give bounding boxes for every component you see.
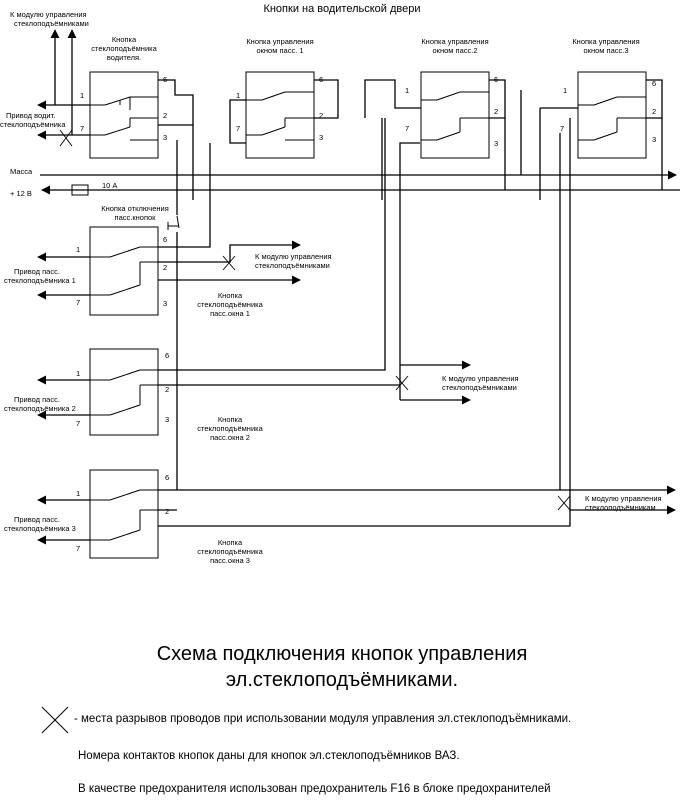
svg-text:1: 1 xyxy=(76,245,80,254)
to-module-3-label-1: К модулю управления xyxy=(585,494,662,503)
mass-label: Масса xyxy=(10,167,33,176)
btn-driver-label-2: стеклоподъёмника xyxy=(91,44,157,53)
diagram-header: Кнопки на водительской двери xyxy=(263,3,420,15)
btn-p2-top-label-2: окном пасс.2 xyxy=(433,46,478,55)
drive-p3-label-2: стеклоподъёмника 3 xyxy=(4,524,76,533)
plus12-label: + 12 В xyxy=(10,189,32,198)
switch-p3 xyxy=(89,469,159,559)
btn-p1-top-label-1: Кнопка управления xyxy=(246,37,313,46)
caption-line-2: эл.стеклоподъёмниками. xyxy=(225,669,459,691)
btn-driver-label-3: водителя. xyxy=(107,53,141,62)
btn-p3-label-1: Кнопка xyxy=(218,538,243,547)
pins-note: Номера контактов кнопок даны для кнопок … xyxy=(78,750,460,762)
switch-p1-top xyxy=(245,71,315,159)
switch-p1 xyxy=(89,226,159,316)
btn-p2-top-label-1: Кнопка управления xyxy=(421,37,488,46)
switch-p2 xyxy=(89,348,159,436)
svg-text:2: 2 xyxy=(652,107,656,116)
disable-btn-label-1: Кнопка отключения xyxy=(101,204,169,213)
drive-p1-label-2: стеклоподъёмника 1 xyxy=(4,276,76,285)
svg-text:7: 7 xyxy=(76,544,80,553)
svg-text:3: 3 xyxy=(494,139,498,148)
btn-p1-label-2: стеклоподъёмника xyxy=(197,300,263,309)
to-module-2-label-1: К модулю управления xyxy=(442,374,519,383)
svg-text:6: 6 xyxy=(652,79,656,88)
btn-p1-label-3: пасс.окна 1 xyxy=(210,309,250,318)
legend-break-icon xyxy=(41,706,69,734)
svg-text:2: 2 xyxy=(165,385,169,394)
svg-text:2: 2 xyxy=(163,111,167,120)
svg-text:6: 6 xyxy=(165,473,169,482)
btn-p3-label-2: стеклоподъёмника xyxy=(197,547,263,556)
svg-text:1: 1 xyxy=(236,91,240,100)
btn-p3-top-label-2: окном пасс.3 xyxy=(584,46,629,55)
drive-driver-label-2: стеклоподъёмника xyxy=(0,120,66,129)
btn-p3-label-3: пасс.окна 3 xyxy=(210,556,250,565)
drive-p2-label-1: Привод пасс. xyxy=(14,395,60,404)
disable-btn-label-2: пасс.кнопок xyxy=(115,213,157,222)
drive-driver-label-1: Привод водит. xyxy=(6,111,55,120)
svg-text:2: 2 xyxy=(165,507,169,516)
svg-text:1: 1 xyxy=(76,369,80,378)
svg-text:2: 2 xyxy=(319,111,323,120)
svg-text:7: 7 xyxy=(405,124,409,133)
btn-driver-label-1: Кнопка xyxy=(112,35,137,44)
svg-text:3: 3 xyxy=(163,133,167,142)
switch-driver-box xyxy=(89,71,159,159)
to-module-top-label-2: стеклоподъёмниками xyxy=(14,19,89,28)
btn-p2-label-3: пасс.окна 2 xyxy=(210,433,250,442)
svg-text:1: 1 xyxy=(405,86,409,95)
switch-p3-top xyxy=(577,71,647,159)
to-module-2-label-2: стеклоподъёмниками xyxy=(442,383,517,392)
to-module-top-label-1: К модулю управления xyxy=(10,10,87,19)
drive-p1-label-1: Привод пасс. xyxy=(14,267,60,276)
legend-note: - места разрывов проводов при использова… xyxy=(74,713,572,725)
btn-p2-label-1: Кнопка xyxy=(218,415,243,424)
fuse xyxy=(71,184,89,196)
svg-text:6: 6 xyxy=(165,351,169,360)
fuse-label: 10 А xyxy=(102,181,117,190)
drive-p3-label-1: Привод пасс. xyxy=(14,515,60,524)
svg-text:1: 1 xyxy=(76,489,80,498)
svg-text:7: 7 xyxy=(236,124,240,133)
btn-p2-label-2: стеклоподъёмника xyxy=(197,424,263,433)
svg-text:7: 7 xyxy=(76,419,80,428)
svg-text:3: 3 xyxy=(319,133,323,142)
svg-text:2: 2 xyxy=(163,263,167,272)
fuse-note: В качестве предохранителя использован пр… xyxy=(78,783,551,795)
svg-text:1: 1 xyxy=(563,86,567,95)
svg-text:7: 7 xyxy=(76,298,80,307)
svg-text:7: 7 xyxy=(80,124,84,133)
caption-line-1: Схема подключения кнопок управления xyxy=(156,643,528,665)
to-module-3-label-2: стеклоподъёмникам xyxy=(585,503,656,512)
svg-text:7: 7 xyxy=(560,124,564,133)
to-module-1-label-2: стеклоподъёмниками xyxy=(255,261,330,270)
switch-p2-top xyxy=(420,71,490,159)
svg-text:1: 1 xyxy=(80,91,84,100)
svg-text:3: 3 xyxy=(165,415,169,424)
to-module-1-label-1: К модулю управления xyxy=(255,252,332,261)
btn-p1-top-label-2: окном пасс. 1 xyxy=(256,46,303,55)
btn-p1-label-1: Кнопка xyxy=(218,291,243,300)
drive-p2-label-2: стеклоподъёмника 2 xyxy=(4,404,76,413)
svg-text:3: 3 xyxy=(163,299,167,308)
svg-text:3: 3 xyxy=(652,135,656,144)
svg-text:2: 2 xyxy=(494,107,498,116)
btn-p3-top-label-1: Кнопка управления xyxy=(572,37,639,46)
svg-text:6: 6 xyxy=(163,235,167,244)
